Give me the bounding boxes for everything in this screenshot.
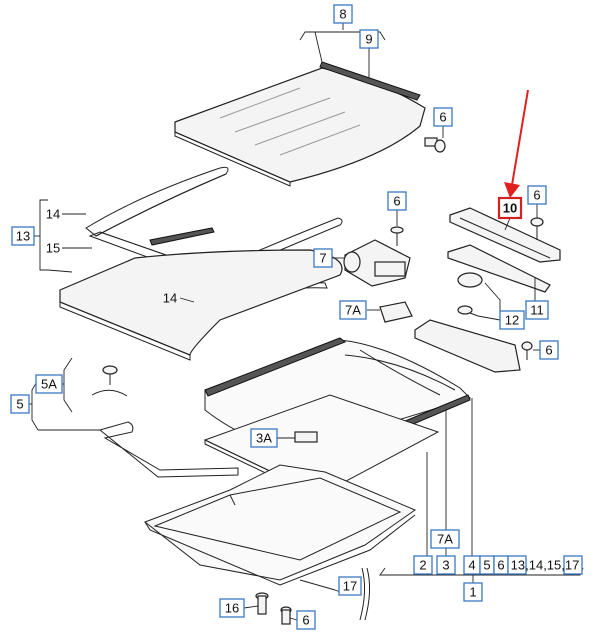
svg-text:7A: 7A <box>437 532 453 547</box>
svg-text:6: 6 <box>439 110 446 125</box>
callout-6-bottom[interactable]: 6 <box>296 610 316 630</box>
callout-8[interactable]: 8 <box>333 4 353 24</box>
callout-5[interactable]: 5 <box>10 394 30 414</box>
seal-frame-outer <box>85 166 229 237</box>
callout-7[interactable]: 7 <box>313 248 333 268</box>
bolt-16 <box>255 592 269 615</box>
svg-text:14: 14 <box>46 207 60 222</box>
svg-text:7A: 7A <box>345 303 361 318</box>
roof-panel <box>59 249 343 361</box>
seal-strip-9 <box>319 61 421 101</box>
bolt-6-bottom <box>280 606 292 625</box>
svg-text:12: 12 <box>505 313 519 328</box>
roof-body <box>143 464 417 586</box>
svg-text:6: 6 <box>302 613 309 628</box>
guide-rail-10 <box>447 207 561 293</box>
callout-6-row[interactable]: 6 <box>493 555 509 575</box>
callout-7a-bottom[interactable]: 7A <box>430 529 460 549</box>
svg-text:16: 16 <box>225 601 239 616</box>
drain-hose <box>299 567 371 621</box>
svg-text:17: 17 <box>343 579 357 594</box>
svg-text:11: 11 <box>530 303 544 318</box>
callout-13[interactable]: 13 <box>11 226 35 246</box>
callout-6-deflector[interactable]: 6 <box>539 340 559 360</box>
svg-text:4: 4 <box>468 558 475 573</box>
wind-deflector <box>414 319 521 373</box>
svg-text:6: 6 <box>497 558 504 573</box>
svg-text:5A: 5A <box>41 377 57 392</box>
callout-15[interactable]: 15 <box>46 241 60 256</box>
callout-6-motor[interactable]: 6 <box>387 191 407 211</box>
svg-text:5: 5 <box>16 397 23 412</box>
svg-text:6: 6 <box>393 194 400 209</box>
callout-5a[interactable]: 5A <box>35 374 63 394</box>
svg-text:5: 5 <box>483 558 490 573</box>
callout-7a-mid[interactable]: 7A <box>339 300 367 320</box>
glass-panel <box>174 67 426 187</box>
svg-text:6: 6 <box>533 188 540 203</box>
callout-3[interactable]: 3 <box>436 555 456 575</box>
bracket-3a <box>294 431 318 443</box>
svg-text:15: 15 <box>46 241 60 256</box>
callout-6-glass[interactable]: 6 <box>433 107 453 127</box>
screw-5a <box>91 365 128 397</box>
callout-10[interactable]: 10 <box>497 196 523 220</box>
deflector-bolt <box>521 341 533 360</box>
callout-2[interactable]: 2 <box>413 555 433 575</box>
callout-9[interactable]: 9 <box>359 29 379 49</box>
svg-text:3: 3 <box>442 558 449 573</box>
callout-12[interactable]: 12 <box>499 310 525 330</box>
callout-17[interactable]: 17 <box>338 576 362 596</box>
svg-text:8: 8 <box>339 7 346 22</box>
callout-14-mid[interactable]: 14 <box>163 291 177 306</box>
svg-text:1: 1 <box>469 585 476 600</box>
svg-text:14: 14 <box>163 291 177 306</box>
callout-14-top[interactable]: 14 <box>46 207 60 222</box>
callout-11[interactable]: 11 <box>525 300 549 320</box>
callout-3a[interactable]: 3A <box>250 428 278 448</box>
callout-1[interactable]: 1 <box>463 582 483 602</box>
svg-text:9: 9 <box>365 32 372 47</box>
motor-bolt <box>390 226 404 246</box>
highlight-arrow <box>504 89 529 198</box>
svg-text:3A: 3A <box>256 431 272 446</box>
svg-text:13,14,15,17: 13,14,15,17 <box>511 558 580 573</box>
clip-12 <box>457 272 483 317</box>
callout-16[interactable]: 16 <box>219 598 245 618</box>
svg-text:7: 7 <box>319 251 326 266</box>
bolt-glass <box>424 137 446 153</box>
callout-5-bottom[interactable]: 5 <box>479 555 495 575</box>
motor-bracket-7a <box>379 301 413 323</box>
gasket-5 <box>98 421 239 478</box>
sunroof-motor <box>343 239 411 287</box>
svg-text:10: 10 <box>503 201 517 216</box>
svg-text:6: 6 <box>545 343 552 358</box>
callout-6-rail[interactable]: 6 <box>527 185 547 205</box>
svg-text:2: 2 <box>419 558 426 573</box>
callout-13-list[interactable]: 13,14,15,17 <box>507 555 583 575</box>
svg-text:13: 13 <box>16 229 30 244</box>
callout-4[interactable]: 4 <box>463 555 481 575</box>
